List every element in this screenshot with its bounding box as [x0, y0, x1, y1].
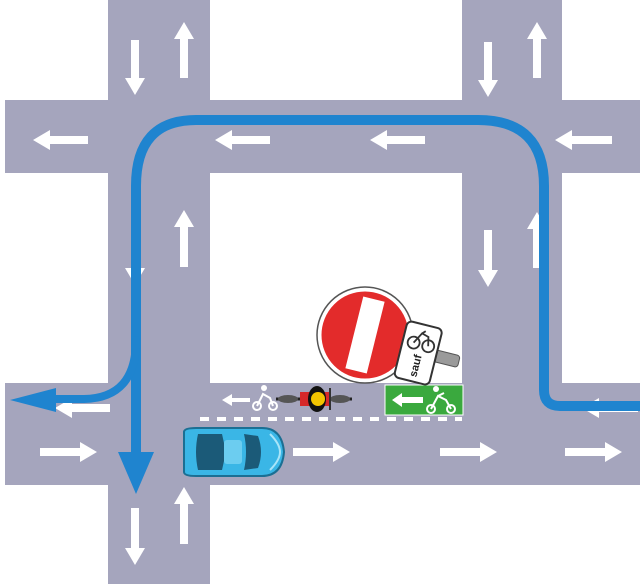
road-left-vertical	[108, 0, 210, 584]
up-arrow-icon	[174, 22, 194, 78]
car-route-arrowhead-down	[118, 452, 154, 494]
contraflow-cycle-lane-sign	[384, 384, 464, 416]
down-arrow-icon	[478, 42, 498, 97]
left-arrow-icon	[33, 130, 88, 150]
left-arrow-icon	[55, 398, 110, 418]
bicycle-icon	[406, 330, 436, 354]
car-route-branch-left	[36, 336, 140, 403]
cycle-lane-symbol	[222, 385, 278, 411]
exception-panel: sauf	[393, 320, 443, 386]
right-arrow-icon	[565, 442, 622, 462]
down-arrow-icon	[478, 230, 498, 287]
right-arrow-icon	[40, 442, 97, 462]
right-arrow-icon	[293, 442, 350, 462]
down-arrow-icon	[125, 508, 145, 565]
up-arrow-icon	[174, 487, 194, 544]
left-arrow-icon	[555, 130, 612, 150]
down-arrow-icon	[125, 40, 145, 95]
sign-exception-text: sauf	[408, 353, 425, 378]
right-arrow-icon	[440, 442, 497, 462]
car-icon	[183, 427, 286, 477]
traffic-arrows	[33, 22, 638, 565]
cyclist-icon	[276, 386, 352, 412]
up-arrow-icon	[527, 22, 547, 78]
car-route-line	[131, 115, 640, 485]
car-route-arrowhead-left	[10, 388, 56, 412]
up-arrow-icon	[174, 210, 194, 267]
left-arrow-icon	[215, 130, 270, 150]
left-arrow-icon	[370, 130, 425, 150]
